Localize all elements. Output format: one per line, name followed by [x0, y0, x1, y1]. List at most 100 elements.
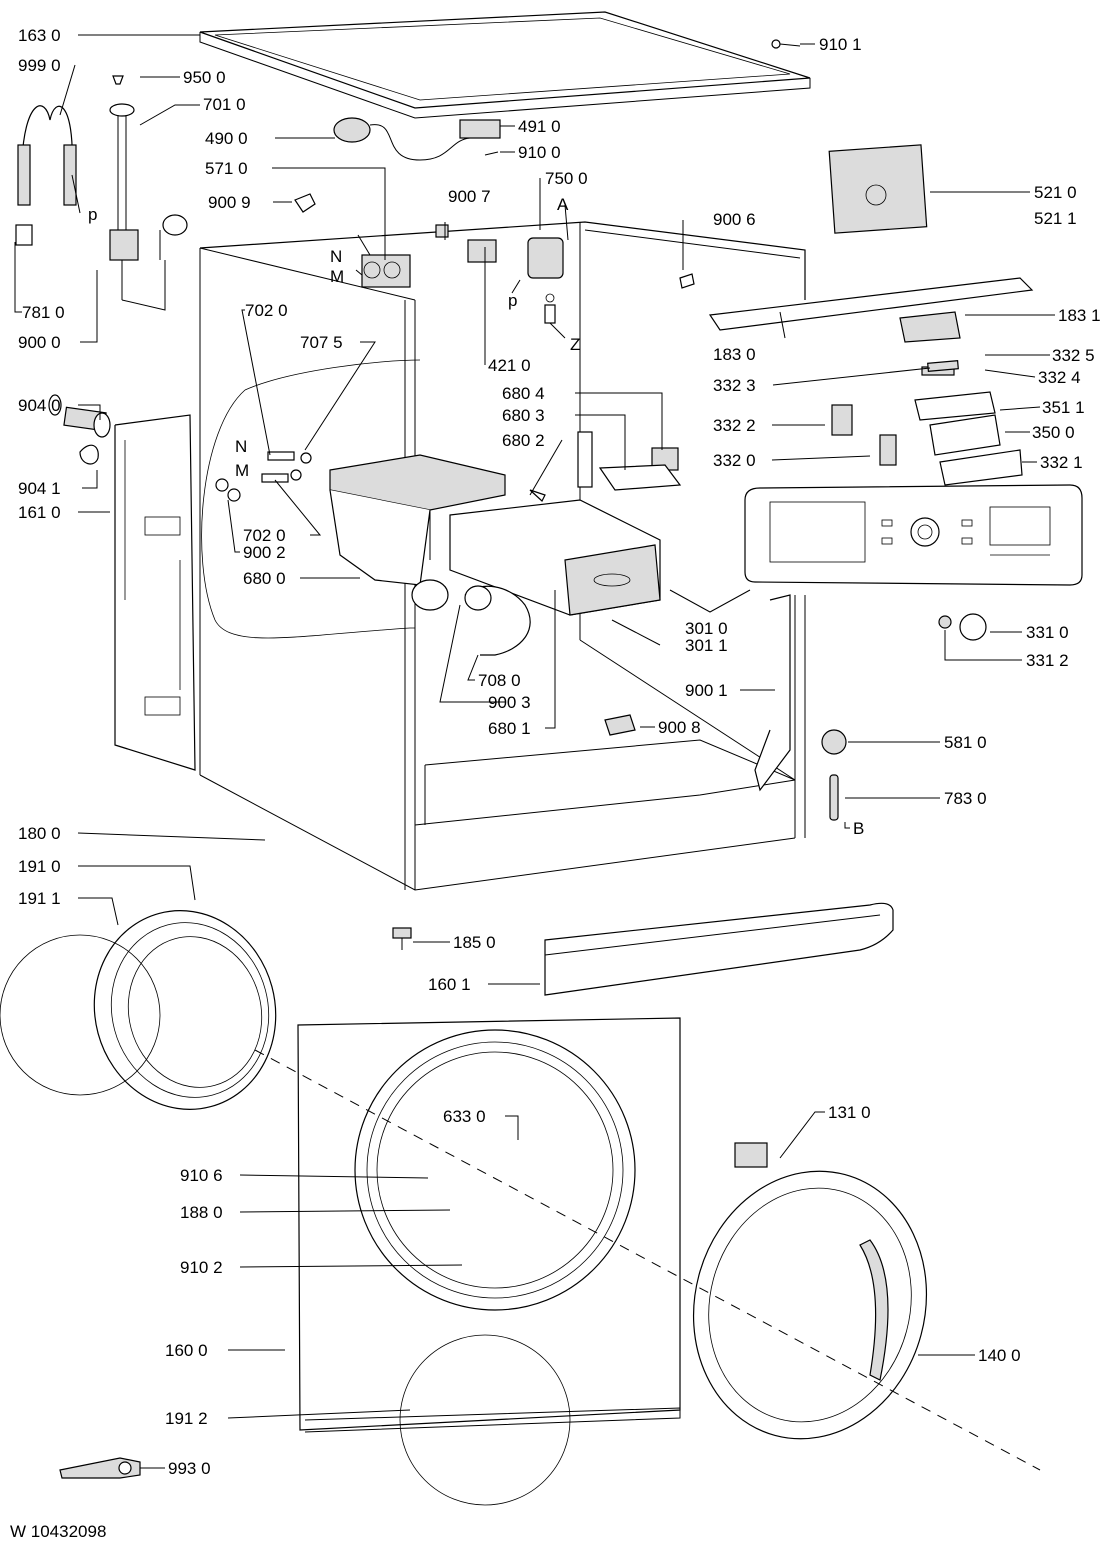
- document-code: W 10432098: [10, 1522, 107, 1541]
- label-783-0: 783 0: [944, 789, 987, 808]
- label-188-0: 188 0: [180, 1203, 223, 1222]
- door-seal-191-0: [0, 910, 277, 1110]
- door-140-0: [692, 1170, 928, 1440]
- dispenser-hose-708-0: [464, 585, 531, 656]
- label-160-1: 160 1: [428, 975, 471, 994]
- label-633-0: 633 0: [443, 1107, 486, 1126]
- label-680-1: 680 1: [488, 719, 531, 738]
- label-332-4: 332 4: [1038, 368, 1081, 387]
- label-900-2: 900 2: [243, 543, 286, 562]
- label-904-0: 904 0: [18, 396, 61, 415]
- label-900-0: 900 0: [18, 333, 61, 352]
- label-191-1: 191 1: [18, 889, 61, 908]
- label-781-0: 781 0: [22, 303, 65, 322]
- detergent-dispenser-680-0: [329, 454, 506, 611]
- label-900-7: 900 7: [448, 187, 491, 206]
- label-191-2: 191 2: [165, 1409, 208, 1428]
- label-160-0: 160 0: [165, 1341, 208, 1360]
- label-331-0: 331 0: [1026, 623, 1069, 642]
- label-163-0: 163 0: [18, 26, 61, 45]
- inlet-bracket-701-0: [109, 103, 188, 311]
- back-panel-161-0: [114, 414, 196, 771]
- label-490-0: 490 0: [205, 129, 248, 148]
- label-332-5: 332 5: [1052, 346, 1095, 365]
- label-680-2: 680 2: [502, 431, 545, 450]
- label-680-0: 680 0: [243, 569, 286, 588]
- label-900-3: 900 3: [488, 693, 531, 712]
- label-M-2: M: [235, 461, 249, 480]
- label-N-1: N: [330, 247, 342, 266]
- label-332-1: 332 1: [1040, 453, 1083, 472]
- dispenser-drawer-301-1: [449, 499, 661, 616]
- label-183-0: 183 0: [713, 345, 756, 364]
- circuit-board-350-0: [831, 366, 1023, 486]
- suppressor-421-0: [467, 239, 497, 263]
- front-panel-160-0: [297, 1017, 681, 1433]
- pressure-switch-750-0: [527, 237, 564, 324]
- label-521-0: 521 0: [1034, 183, 1077, 202]
- label-180-0: 180 0: [18, 824, 61, 843]
- label-185-0: 185 0: [453, 933, 496, 952]
- label-301-0: 301 0: [685, 619, 728, 638]
- label-910-6: 910 6: [180, 1166, 223, 1185]
- label-332-2: 332 2: [713, 416, 756, 435]
- label-301-1: 301 1: [685, 636, 728, 655]
- dispenser-parts-680: [529, 431, 682, 502]
- label-900-1: 900 1: [685, 681, 728, 700]
- label-131-0: 131 0: [828, 1103, 871, 1122]
- label-331-2: 331 2: [1026, 651, 1069, 670]
- label-332-3: 332 3: [713, 376, 756, 395]
- label-900-9: 900 9: [208, 193, 251, 212]
- label-701-0: 701 0: [203, 95, 246, 114]
- kickplate-160-1: [544, 902, 894, 996]
- label-p-1: p: [88, 205, 97, 224]
- label-708-0: 708 0: [478, 671, 521, 690]
- control-panel-301-0: [744, 484, 1083, 586]
- label-680-3: 680 3: [502, 406, 545, 425]
- label-421-0: 421 0: [488, 356, 531, 375]
- clamp-ring-191-2: [399, 1334, 571, 1506]
- inlet-hose-999-0: [15, 105, 77, 246]
- label-910-1: 910 1: [819, 35, 862, 54]
- label-p-2: p: [508, 291, 517, 310]
- label-332-0: 332 0: [713, 451, 756, 470]
- label-183-1: 183 1: [1058, 306, 1100, 325]
- label-M-1: M: [330, 267, 344, 286]
- part-labels: 163 0 999 0 950 0 701 0 490 0 491 0 910 …: [18, 26, 1100, 1478]
- label-900-6: 900 6: [713, 210, 756, 229]
- label-B: B: [853, 819, 864, 838]
- label-161-0: 161 0: [18, 503, 61, 522]
- label-521-1: 521 1: [1034, 209, 1077, 228]
- label-993-0: 993 0: [168, 1459, 211, 1478]
- label-581-0: 581 0: [944, 733, 987, 752]
- drain-filter-904-0: [48, 394, 111, 465]
- assembly-axis-line: [254, 1049, 1041, 1471]
- label-Z: Z: [570, 335, 580, 354]
- mains-cable-490-0: [333, 117, 501, 161]
- inlet-valve-571-0: [361, 254, 411, 288]
- label-904-1: 904 1: [18, 479, 61, 498]
- leader-lines: [14, 34, 1055, 1469]
- label-351-1: 351 1: [1042, 398, 1085, 417]
- electronic-module-521-0: [828, 144, 928, 234]
- label-702-0-b: 702 0: [243, 526, 286, 545]
- label-910-2: 910 2: [180, 1258, 223, 1277]
- label-702-0-a: 702 0: [245, 301, 288, 320]
- label-680-4: 680 4: [502, 384, 545, 403]
- label-491-0: 491 0: [518, 117, 561, 136]
- top-lid-163-0: [199, 11, 811, 119]
- label-900-8: 900 8: [658, 718, 701, 737]
- label-N-2: N: [235, 437, 247, 456]
- label-140-0: 140 0: [978, 1346, 1021, 1365]
- label-191-0: 191 0: [18, 857, 61, 876]
- label-750-0: 750 0: [545, 169, 588, 188]
- label-350-0: 350 0: [1032, 423, 1075, 442]
- cabinet-body: [199, 221, 806, 891]
- label-A: A: [557, 195, 569, 214]
- label-950-0: 950 0: [183, 68, 226, 87]
- console-rail-183-0: [708, 277, 1034, 343]
- label-910-0: 910 0: [518, 143, 561, 162]
- label-571-0: 571 0: [205, 159, 248, 178]
- label-999-0: 999 0: [18, 56, 61, 75]
